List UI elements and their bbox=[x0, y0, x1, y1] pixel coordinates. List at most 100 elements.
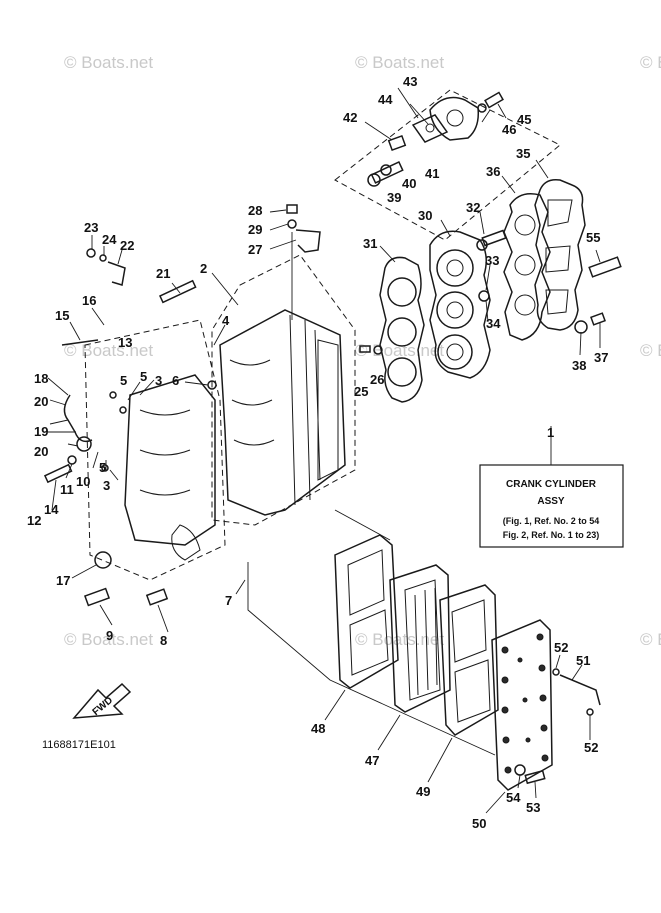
cylinder-gasket bbox=[379, 256, 425, 403]
head-cover-detail bbox=[545, 199, 573, 315]
watermarks: © Boats.net © Boats.net © Boats.net © Bo… bbox=[64, 53, 661, 649]
gasket-hole bbox=[514, 294, 536, 316]
callout-label: 4 bbox=[222, 313, 230, 328]
pilot-tube bbox=[559, 674, 601, 706]
transfer-cover-seat bbox=[317, 339, 339, 481]
crank-bearing-seats bbox=[139, 409, 191, 496]
callout-label: 42 bbox=[343, 110, 357, 125]
callout-label: 23 bbox=[84, 220, 98, 235]
washer-part bbox=[380, 164, 392, 176]
assembly-line bbox=[247, 562, 496, 756]
cylinder-block bbox=[219, 309, 346, 516]
callout-label: 3 bbox=[155, 373, 162, 388]
fwd-arrow-icon bbox=[72, 682, 132, 719]
callout-label: 31 bbox=[363, 236, 377, 251]
callout-label: 20 bbox=[34, 394, 48, 409]
callout-label: 44 bbox=[378, 92, 393, 107]
washer-part bbox=[109, 391, 117, 399]
callout-label: 22 bbox=[120, 238, 134, 253]
cover-washer bbox=[477, 103, 487, 113]
watermark-text: © Boats.net bbox=[355, 341, 444, 360]
washer-part bbox=[478, 290, 490, 302]
assembly-outline-dashed bbox=[211, 254, 356, 526]
callout-label: 32 bbox=[466, 200, 480, 215]
callout-label: 29 bbox=[248, 222, 262, 237]
callout-label: 52 bbox=[554, 640, 568, 655]
water-tube-clamp bbox=[295, 229, 321, 253]
callout-label: 35 bbox=[516, 146, 530, 161]
combustion-chamber bbox=[436, 291, 474, 329]
watermark-text: © Boats.net bbox=[640, 341, 661, 360]
combustion-chamber bbox=[436, 249, 474, 287]
callout-label: 5 bbox=[120, 373, 127, 388]
fitting-nut bbox=[76, 436, 92, 452]
plate-ribs bbox=[414, 587, 438, 696]
callout-label: 5 bbox=[140, 369, 147, 384]
watermark-text: © Boats.net bbox=[640, 53, 661, 72]
plug-bolt bbox=[145, 588, 169, 606]
washer-part bbox=[367, 173, 381, 187]
callout-label: 20 bbox=[34, 444, 48, 459]
thermostat-center bbox=[425, 123, 435, 133]
watermark-text: © Boats.net bbox=[64, 53, 153, 72]
callout-label: 47 bbox=[365, 753, 379, 768]
exhaust-cover-group bbox=[247, 509, 601, 791]
washer-part bbox=[552, 668, 560, 676]
callout-label: 12 bbox=[27, 513, 41, 528]
dowel-washer bbox=[373, 345, 383, 355]
callout-label: 11 bbox=[60, 482, 74, 497]
callout-label: 9 bbox=[106, 628, 113, 643]
gasket-bore bbox=[387, 357, 417, 387]
spark-plug bbox=[588, 256, 622, 278]
bracket-plate bbox=[107, 261, 126, 286]
plate-rib-frame bbox=[404, 579, 441, 701]
callout-label: 17 bbox=[56, 573, 70, 588]
callout-label: 45 bbox=[517, 112, 531, 127]
callout-label: 40 bbox=[402, 176, 416, 191]
gasket-hole bbox=[514, 214, 536, 236]
callout-label: 25 bbox=[354, 384, 368, 399]
dowel-pin bbox=[359, 345, 371, 353]
plug-hole bbox=[446, 259, 464, 277]
callout-label: 30 bbox=[418, 208, 432, 223]
cover-bolt bbox=[524, 769, 546, 785]
callout-label: 39 bbox=[387, 190, 401, 205]
callout-label: 5 bbox=[99, 460, 106, 475]
block-ribs bbox=[289, 314, 321, 506]
gasket-bore bbox=[387, 277, 417, 307]
callout-label: 19 bbox=[34, 424, 48, 439]
crankcase-assembly bbox=[86, 204, 356, 526]
head-bolt bbox=[590, 312, 606, 326]
callout-label: 18 bbox=[34, 371, 48, 386]
callout-label: 53 bbox=[526, 800, 540, 815]
cylinder-head bbox=[429, 230, 491, 379]
plug-hole bbox=[446, 343, 464, 361]
thermostat bbox=[411, 114, 449, 143]
assembly-box bbox=[479, 464, 624, 548]
cylinder-head-cover bbox=[534, 178, 586, 331]
crank-journals bbox=[229, 359, 275, 446]
callout-label: 36 bbox=[486, 164, 500, 179]
crankcase-outline-dashed bbox=[84, 319, 226, 581]
cylinder-head-group bbox=[429, 229, 507, 379]
gasket-hole bbox=[514, 254, 536, 276]
combustion-chamber bbox=[437, 334, 473, 370]
washer-part bbox=[101, 464, 109, 472]
callout-label: 28 bbox=[248, 203, 262, 218]
callout-labels: 2 3 3 4 5 5 5 6 7 8 9 10 11 12 13 14 15 … bbox=[27, 74, 608, 831]
callout-label: 49 bbox=[416, 784, 430, 799]
watermark-text: © Boats.net bbox=[64, 630, 153, 649]
watermark-text: © Boats.net bbox=[355, 630, 444, 649]
head-bolt-long bbox=[481, 229, 507, 247]
head-cover-group bbox=[503, 178, 622, 341]
callout-label: 6 bbox=[172, 373, 179, 388]
watermark-text: © Boats.net bbox=[640, 630, 661, 649]
callout-label: 14 bbox=[44, 502, 59, 517]
cover-washer bbox=[514, 764, 526, 776]
head-bolt-washer bbox=[476, 239, 488, 251]
assembly-note: (Fig. 1, Ref. No. 2 to 54 bbox=[503, 516, 600, 526]
hose-tube bbox=[61, 339, 99, 346]
assembly-ref-number: 1 bbox=[547, 425, 554, 440]
